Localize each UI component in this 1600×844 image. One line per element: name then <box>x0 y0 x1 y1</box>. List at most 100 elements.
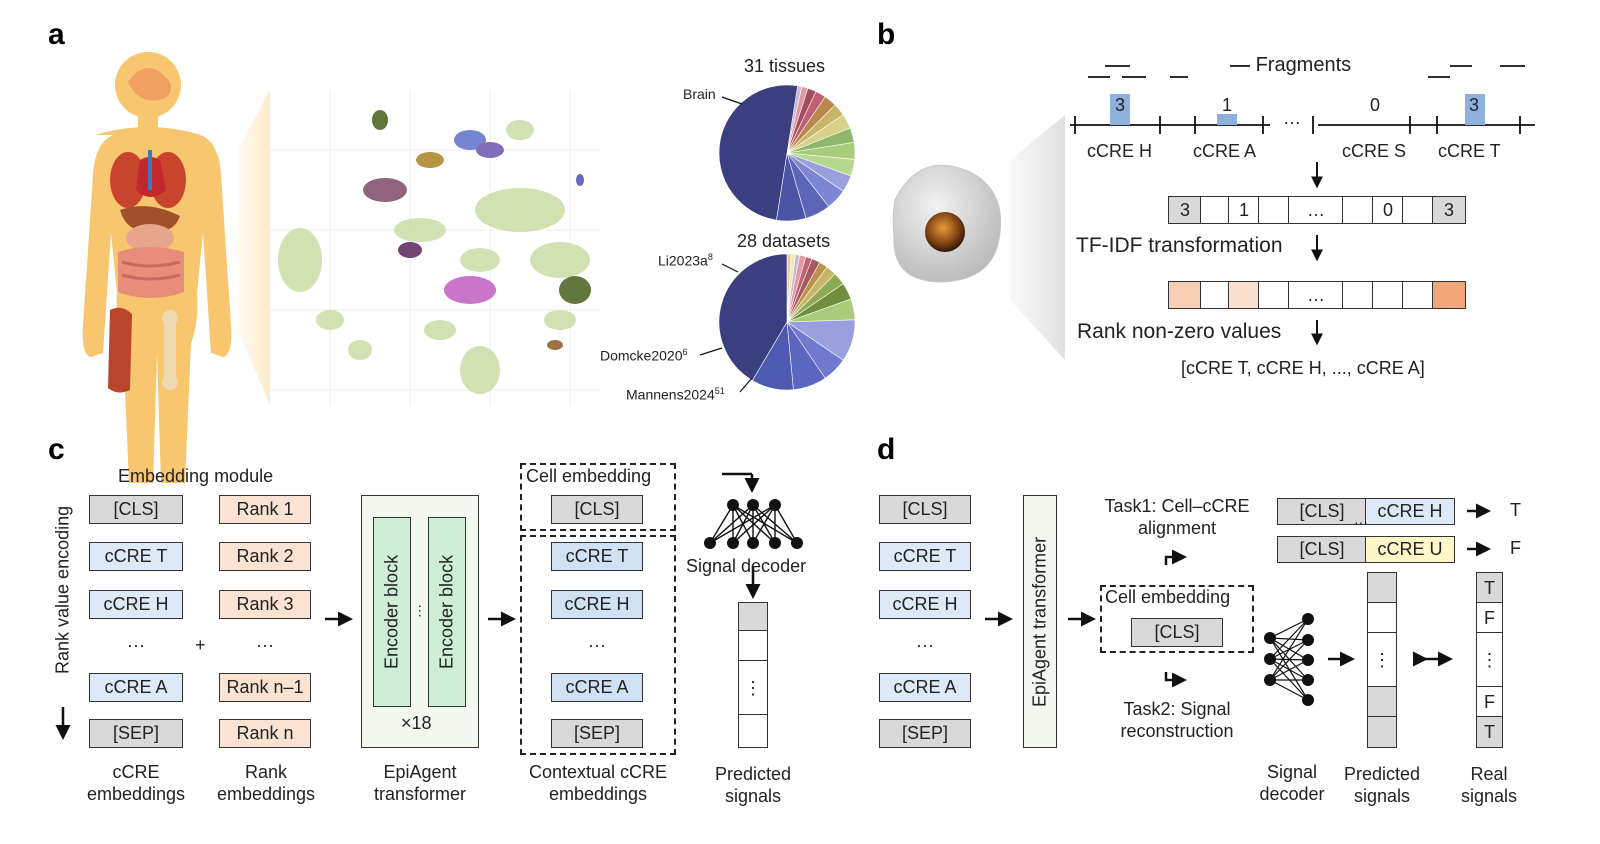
encoder-dots: ··· <box>413 604 429 618</box>
c-token-ccre-h: cCRE H <box>89 590 183 619</box>
pie1-label-brain: Brain <box>683 86 716 102</box>
pair2-result: F <box>1510 538 1521 558</box>
contextual-group <box>520 535 676 755</box>
count-a: 1 <box>1222 95 1233 115</box>
panel-letter-b: b <box>877 18 896 51</box>
cell-embedding-label-d: Cell embedding <box>1105 587 1231 607</box>
vector1-cell-8: 3 <box>1432 196 1466 224</box>
epiagent-transformer-box-d: EpiAgent transformer <box>1023 495 1057 748</box>
pie1-slice-16 <box>718 84 798 221</box>
rank-label: Rank non-zero values <box>1077 320 1282 343</box>
pie2-label-mannens2024: Mannens202451 <box>626 386 725 403</box>
rank-result: [cCRE T, cCRE H, ..., cCRE A] <box>1181 358 1425 378</box>
encoder-block-2: Encoder block <box>428 517 466 707</box>
vector1-cell-4 <box>1258 196 1290 224</box>
vector2-cell-3 <box>1228 281 1260 309</box>
count-t: 3 <box>1469 95 1480 115</box>
count-s: 0 <box>1370 95 1381 115</box>
cell-embedding-group-c <box>520 463 676 531</box>
c-signal-3 <box>738 714 768 748</box>
pie2-title: 28 datasets <box>737 231 831 251</box>
c-signal-dots: ⋮ <box>738 660 768 716</box>
pie2-slice-16 <box>718 253 788 381</box>
d-pred-4 <box>1367 716 1397 748</box>
pair-dots: ··· <box>1354 514 1368 530</box>
vector1-cell-2 <box>1200 196 1230 224</box>
ccre-s-label: cCRE S <box>1342 141 1407 161</box>
real-signal-2: F <box>1476 602 1503 634</box>
times-18-label: ×18 <box>401 713 432 733</box>
ccre-a-label: cCRE A <box>1193 141 1257 161</box>
real-signal-dots: ⋮ <box>1476 632 1503 688</box>
rank-token-2: Rank 2 <box>219 542 311 571</box>
encoder-block-1: Encoder block <box>373 517 411 707</box>
c-token-sep: [SEP] <box>89 719 183 748</box>
pie-chart-datasets <box>718 253 856 391</box>
cell-embedding-label-c: Cell embedding <box>526 466 652 486</box>
d-token-ccre-a: cCRE A <box>879 673 971 702</box>
real-signals-label: Real signals <box>1460 764 1518 806</box>
pair1-result: T <box>1510 500 1521 520</box>
real-signal-4: T <box>1476 716 1503 748</box>
real-signal-1: T <box>1476 572 1503 604</box>
pie2-label-domcke2020: Domcke20206 <box>600 347 688 364</box>
pair2-ccre-u: cCRE U <box>1365 536 1455 563</box>
d-pred-2 <box>1367 602 1397 634</box>
cell-embedding-group-d <box>1100 585 1254 653</box>
count-dots: … <box>1283 108 1301 128</box>
ctx-token-ccre-a: cCRE A <box>551 673 643 702</box>
c-token-cls: [CLS] <box>89 495 183 524</box>
real-signal-3: F <box>1476 686 1503 718</box>
vector2-cell-6 <box>1372 281 1404 309</box>
ccre-embeddings-label: cCRE embeddings <box>86 762 186 804</box>
ccre-h-label: cCRE H <box>1087 141 1153 161</box>
predicted-signals-label-c: Predicted signals <box>714 764 792 806</box>
vector1-cell-3: 1 <box>1228 196 1260 224</box>
epiagent-transformer-label-c: EpiAgent transformer <box>373 762 467 804</box>
vector1-cell-6: 0 <box>1372 196 1404 224</box>
d-pred-dots: ⋮ <box>1367 632 1397 688</box>
signal-decoder-network-c <box>704 499 803 549</box>
vector2-cell-1 <box>1168 281 1202 309</box>
panel-letter-a: a <box>48 18 65 51</box>
vector2-cell-4 <box>1258 281 1290 309</box>
tfidf-label: TF-IDF transformation <box>1076 234 1283 257</box>
rank-token-dots: ··· <box>256 635 274 655</box>
count-h: 3 <box>1115 95 1126 115</box>
ccre-t-label: cCRE T <box>1438 141 1501 161</box>
contextual-embeddings-label: Contextual cCRE embeddings <box>528 762 668 804</box>
d-pred-3 <box>1367 686 1397 718</box>
task1-label: Task1: Cell–cCRE alignment <box>1104 496 1250 538</box>
rank-token-1: Rank 1 <box>219 495 311 524</box>
ctx-token-ccre-t: cCRE T <box>551 542 643 571</box>
c-signal-1 <box>738 602 768 632</box>
vector1-cell-dots: … <box>1288 196 1344 224</box>
umap-plot <box>270 90 600 405</box>
vector1-cell-1: 3 <box>1168 196 1202 224</box>
d-token-dots: ··· <box>916 635 934 655</box>
signal-decoder-network-d <box>1264 613 1314 706</box>
d-token-sep: [SEP] <box>879 719 971 748</box>
c-token-dots: ··· <box>127 635 145 655</box>
pie2-label-li2023a: Li2023a8 <box>658 252 713 269</box>
ctx-token-sep: [SEP] <box>551 719 643 748</box>
c-token-ccre-a: cCRE A <box>89 673 183 702</box>
d-token-ccre-t: cCRE T <box>879 542 971 571</box>
rank-value-encoding-label: Rank value encoding <box>52 505 73 675</box>
ctx-token-ccre-h: cCRE H <box>551 590 643 619</box>
signal-decoder-label-c: Signal decoder <box>686 556 807 576</box>
signal-decoder-label-d: Signal decoder <box>1259 762 1325 804</box>
d-token-ccre-h: cCRE H <box>879 590 971 619</box>
vector2-cell-7 <box>1402 281 1434 309</box>
vector2-cell-dots: … <box>1288 281 1344 309</box>
d-cell-cls: [CLS] <box>1131 618 1223 647</box>
plus-sign: + <box>195 635 206 655</box>
panel-letter-c: c <box>48 433 65 466</box>
fragments-label: — Fragments <box>1230 54 1352 76</box>
panel-letter-d: d <box>877 433 896 466</box>
vector1-cell-5 <box>1342 196 1374 224</box>
c-token-ccre-t: cCRE T <box>89 542 183 571</box>
vector2-cell-5 <box>1342 281 1374 309</box>
embedding-module-label: Embedding module <box>118 466 274 486</box>
